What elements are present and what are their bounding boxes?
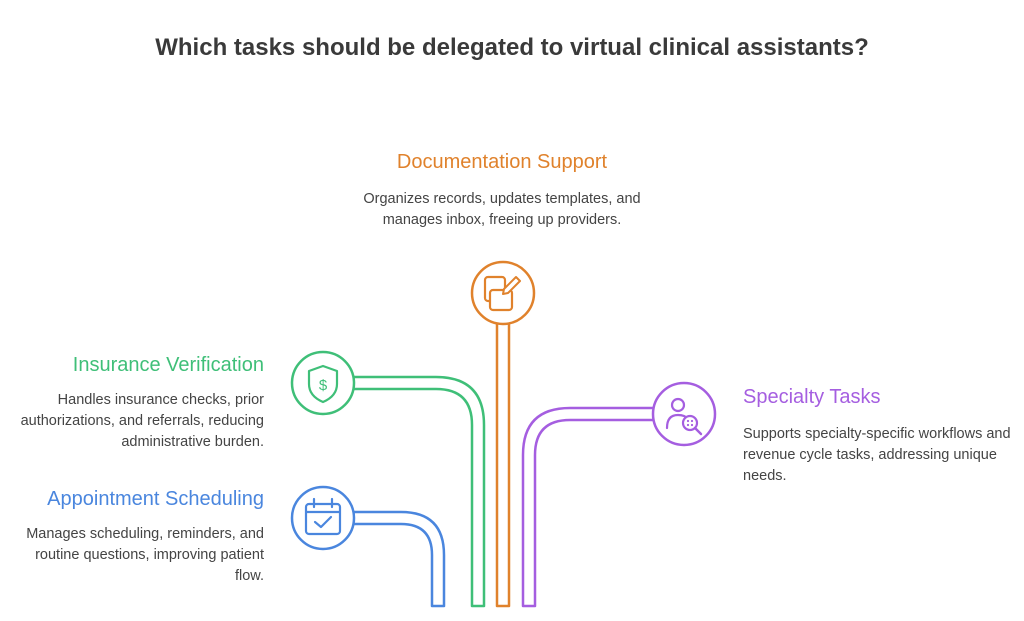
- calendar-check-icon: [290, 485, 356, 551]
- appointment-heading: Appointment Scheduling: [47, 488, 264, 510]
- svg-text:$: $: [319, 377, 328, 394]
- insurance-connector: [350, 375, 486, 608]
- insurance-description: Handles insurance checks, prior authoriz…: [20, 392, 264, 450]
- page-title: Which tasks should be delegated to virtu…: [155, 34, 869, 61]
- appointment-description: Manages scheduling, reminders, and routi…: [26, 526, 264, 584]
- specialty-description: Supports specialty-specific workflows an…: [743, 426, 1011, 484]
- documentation-connector: [495, 308, 511, 608]
- documentation-heading: Documentation Support: [396, 151, 608, 173]
- specialty-heading: Specialty Tasks: [743, 386, 881, 408]
- person-search-icon: [651, 381, 717, 447]
- insurance-heading: Insurance Verification: [72, 354, 264, 376]
- documents-icon: [470, 260, 536, 326]
- appointment-connector: [351, 510, 446, 608]
- documentation-description: Organizes records, updates templates, an…: [363, 191, 641, 228]
- specialty-connector: [521, 406, 656, 608]
- shield-dollar-icon: $: [290, 350, 356, 416]
